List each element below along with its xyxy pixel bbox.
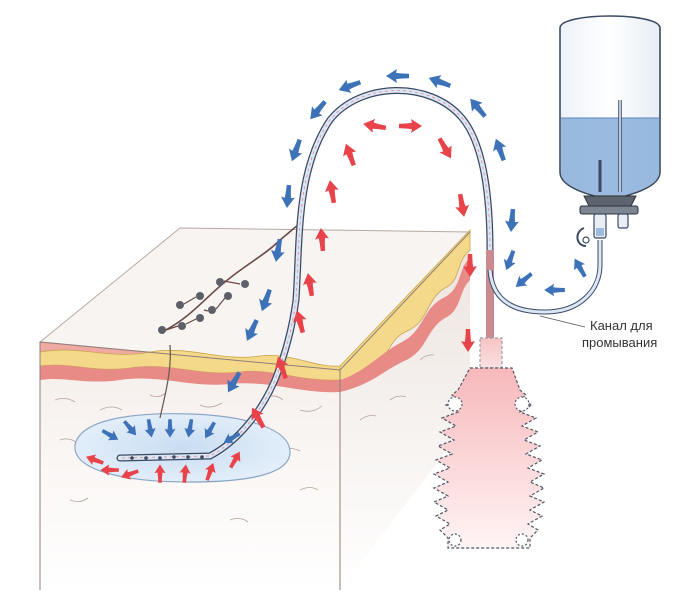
collector-neck bbox=[479, 337, 503, 369]
irrigation-line bbox=[487, 240, 603, 315]
tissue-block bbox=[38, 227, 472, 590]
flow-arrow-icon bbox=[428, 75, 452, 89]
cavity-shape bbox=[74, 413, 291, 483]
dermis-layer-front bbox=[40, 365, 340, 393]
flow-arrow-icon bbox=[515, 272, 533, 287]
flow-arrow-icon bbox=[461, 329, 475, 352]
flow-arrow-icon bbox=[399, 119, 422, 133]
flow-arrow-icon bbox=[179, 464, 191, 483]
irrigation-fluid bbox=[561, 118, 659, 195]
drain-catheter bbox=[116, 87, 494, 462]
flow-arrow-icon bbox=[101, 429, 119, 441]
flow-arrow-icon bbox=[338, 79, 362, 93]
flow-arrow-icon bbox=[204, 421, 216, 439]
flow-arrow-icon bbox=[302, 273, 317, 297]
flow-arrow-icon bbox=[251, 407, 266, 429]
flow-arrow-icon bbox=[463, 254, 477, 277]
suture-knot-icon bbox=[158, 278, 249, 334]
perforated-tip bbox=[130, 455, 204, 460]
flow-arrow-icon bbox=[164, 419, 176, 438]
flow-arrow-icon bbox=[227, 371, 242, 393]
dermis-layer-side bbox=[340, 258, 470, 392]
flow-arrow-icon bbox=[223, 432, 241, 444]
flow-arrow-icon bbox=[437, 137, 452, 159]
irrigation-channel-label: Канал для промывания bbox=[582, 318, 657, 350]
flow-arrow-icon bbox=[470, 98, 487, 118]
flow-arrow-icon bbox=[275, 356, 289, 380]
flow-arrow-icon bbox=[205, 462, 216, 481]
flow-arrow-icon bbox=[100, 464, 119, 476]
flow-arrow-icon bbox=[493, 138, 507, 162]
flow-arrow-icon bbox=[455, 193, 470, 217]
flow-arrow-icon bbox=[363, 118, 387, 133]
flow-arrow-icon bbox=[85, 454, 104, 465]
flow-arrows bbox=[85, 69, 587, 483]
flow-arrow-icon bbox=[289, 138, 303, 162]
flow-arrow-icon bbox=[574, 258, 587, 278]
label-line-1: Канал для bbox=[590, 318, 653, 333]
flow-arrow-icon bbox=[324, 180, 339, 204]
flow-arrow-icon bbox=[292, 310, 307, 334]
flow-arrow-icon bbox=[343, 143, 357, 167]
flow-arrow-icon bbox=[504, 208, 519, 232]
flow-arrow-icon bbox=[259, 288, 273, 312]
flow-arrow-icon bbox=[229, 451, 241, 469]
flow-arrow-icon bbox=[122, 420, 137, 436]
wound-cavity bbox=[74, 344, 291, 483]
flow-arrow-icon bbox=[270, 238, 285, 262]
wound-tract bbox=[159, 344, 171, 419]
irrigation-channel-callout: Канал для промывания bbox=[539, 315, 657, 350]
roller-clamp-icon bbox=[576, 227, 590, 247]
flow-arrow-icon bbox=[503, 250, 516, 271]
flow-arrow-icon bbox=[245, 319, 259, 341]
flow-arrow-icon bbox=[314, 228, 329, 252]
flow-arrow-icon bbox=[386, 69, 409, 83]
flow-arrow-icon bbox=[310, 100, 327, 120]
flow-arrow-icon bbox=[280, 184, 295, 208]
flow-arrow-icon bbox=[184, 419, 196, 438]
flow-arrow-icon bbox=[120, 469, 139, 480]
drip-chamber-icon bbox=[593, 213, 629, 239]
suture-line bbox=[158, 221, 303, 334]
label-line-2: промывания bbox=[582, 335, 657, 350]
irrigation-bottle-icon bbox=[559, 15, 661, 247]
flow-arrow-icon bbox=[544, 283, 565, 297]
collector-body bbox=[432, 367, 546, 549]
irrigation-lumen bbox=[121, 90, 491, 459]
bellows-collector-icon bbox=[432, 337, 546, 549]
flow-arrow-icon bbox=[144, 419, 156, 438]
flow-arrow-icon bbox=[154, 464, 166, 483]
